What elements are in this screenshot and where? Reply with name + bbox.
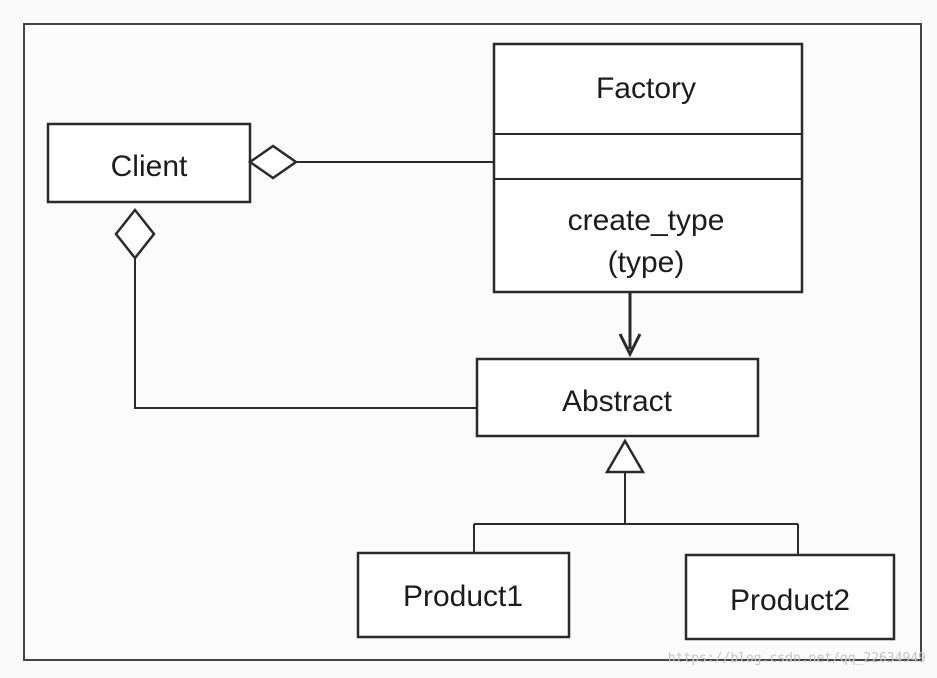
product1-box — [356, 551, 571, 639]
generalization-products-abstract — [473, 438, 799, 555]
factory-method-line2: (type) — [608, 246, 685, 279]
factory-name: Factory — [596, 72, 696, 105]
product2-box — [684, 553, 896, 641]
client-label: Client — [111, 150, 188, 183]
aggregation-client-abstract — [114, 207, 477, 409]
client-abstract-line — [134, 258, 477, 409]
abstract-class: Abstract — [475, 357, 760, 438]
factory-method-line1: create_type — [568, 204, 725, 237]
factory-class: Factory create_type (type) — [492, 42, 804, 294]
abstract-label: Abstract — [562, 385, 673, 418]
client-class: Client — [46, 122, 252, 204]
factory-box — [492, 42, 804, 294]
abstract-box — [475, 357, 760, 438]
product2-label: Product2 — [730, 584, 850, 617]
watermark-url: https://blog.csdn.net/qq_22634949 — [668, 651, 926, 666]
aggregation-client-factory — [247, 144, 494, 180]
client-box — [46, 122, 252, 204]
factory-creates-abstract-arrow — [618, 292, 642, 358]
arrow-head — [618, 333, 642, 358]
product1-class: Product1 — [356, 551, 571, 639]
product2-class: Product2 — [684, 553, 896, 641]
product1-label: Product1 — [403, 580, 523, 613]
